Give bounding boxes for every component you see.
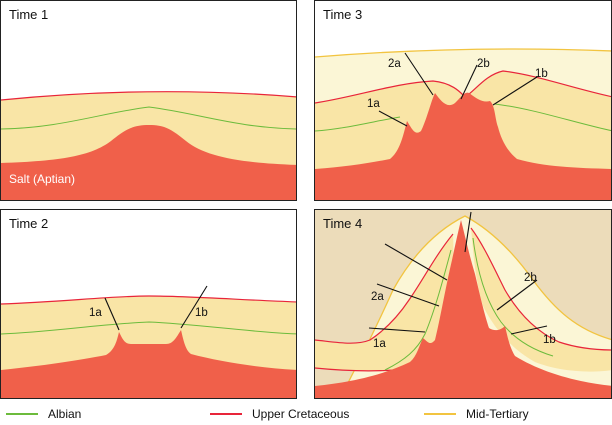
albian-horizon <box>494 103 611 132</box>
albian-horizon <box>384 249 452 371</box>
panel-time-4: Time 4 1a 2a 2b 1b <box>314 209 612 399</box>
legend-label: Albian <box>48 407 82 421</box>
sediment-layer-left <box>315 234 454 371</box>
legend-mid-tertiary: Mid-Tertiary <box>424 407 529 421</box>
time-2-cross-section: 1a 1b <box>1 285 296 398</box>
legend-albian: Albian <box>6 407 81 421</box>
panel-title: Time 4 <box>323 216 363 231</box>
salt-body <box>1 125 296 200</box>
mid-tertiary-horizon <box>315 48 611 58</box>
upper-cretaceous-horizon <box>470 227 611 351</box>
legend-label: Upper Cretaceous <box>252 407 350 421</box>
fault-label-1b: 1b <box>543 334 556 346</box>
panel-title: Time 3 <box>323 7 363 22</box>
legend-label: Mid-Tertiary <box>466 407 529 421</box>
upper-cretaceous-swatch <box>210 413 242 415</box>
fault-label-1b: 1b <box>195 307 208 319</box>
fault-label-1a: 1a <box>367 98 380 110</box>
salt-body <box>1 330 296 398</box>
albian-horizon <box>1 321 296 335</box>
fault-label-2a: 2a <box>371 291 384 303</box>
upper-cretaceous-horizon <box>315 233 454 344</box>
panel-time-3: Time 3 1a 2a 2b 1b <box>314 0 612 201</box>
legend-upper-cretaceous: Upper Cretaceous <box>210 407 349 421</box>
albian-swatch <box>6 413 38 415</box>
fault-label-2b: 2b <box>524 272 537 284</box>
salt-body <box>315 220 611 398</box>
fault-lines <box>368 211 548 335</box>
panel-time-2: Time 2 1a 1b <box>0 209 297 399</box>
albian-horizon <box>1 106 296 130</box>
panel-time-1: Time 1 Salt (Aptian) <box>0 0 297 201</box>
fault-label-2a: 2a <box>388 58 401 70</box>
fault-lines <box>378 52 538 127</box>
mid-tertiary-horizon <box>339 215 611 398</box>
fault-lines <box>104 285 208 331</box>
time-4-cross-section: 1a 2a 2b 1b <box>315 210 611 398</box>
fault-label-1b: 1b <box>535 68 548 80</box>
panel-title: Time 1 <box>9 7 49 22</box>
time-3-cross-section: 1a 2a 2b 1b <box>315 48 611 200</box>
fault-label-1a: 1a <box>89 307 102 319</box>
upper-cretaceous-horizon <box>1 295 296 305</box>
mid-tertiary-swatch <box>424 413 456 415</box>
fault-label-1a: 1a <box>373 338 386 350</box>
upper-cretaceous-horizon <box>315 367 396 372</box>
fault-label-2b: 2b <box>477 58 490 70</box>
upper-cretaceous-horizon <box>1 91 296 101</box>
albian-horizon <box>472 237 554 357</box>
panel-title: Time 2 <box>9 216 49 231</box>
time-1-cross-section: Salt (Aptian) <box>1 91 296 200</box>
salt-label: Salt (Aptian) <box>9 172 75 186</box>
salt-body <box>315 92 611 200</box>
